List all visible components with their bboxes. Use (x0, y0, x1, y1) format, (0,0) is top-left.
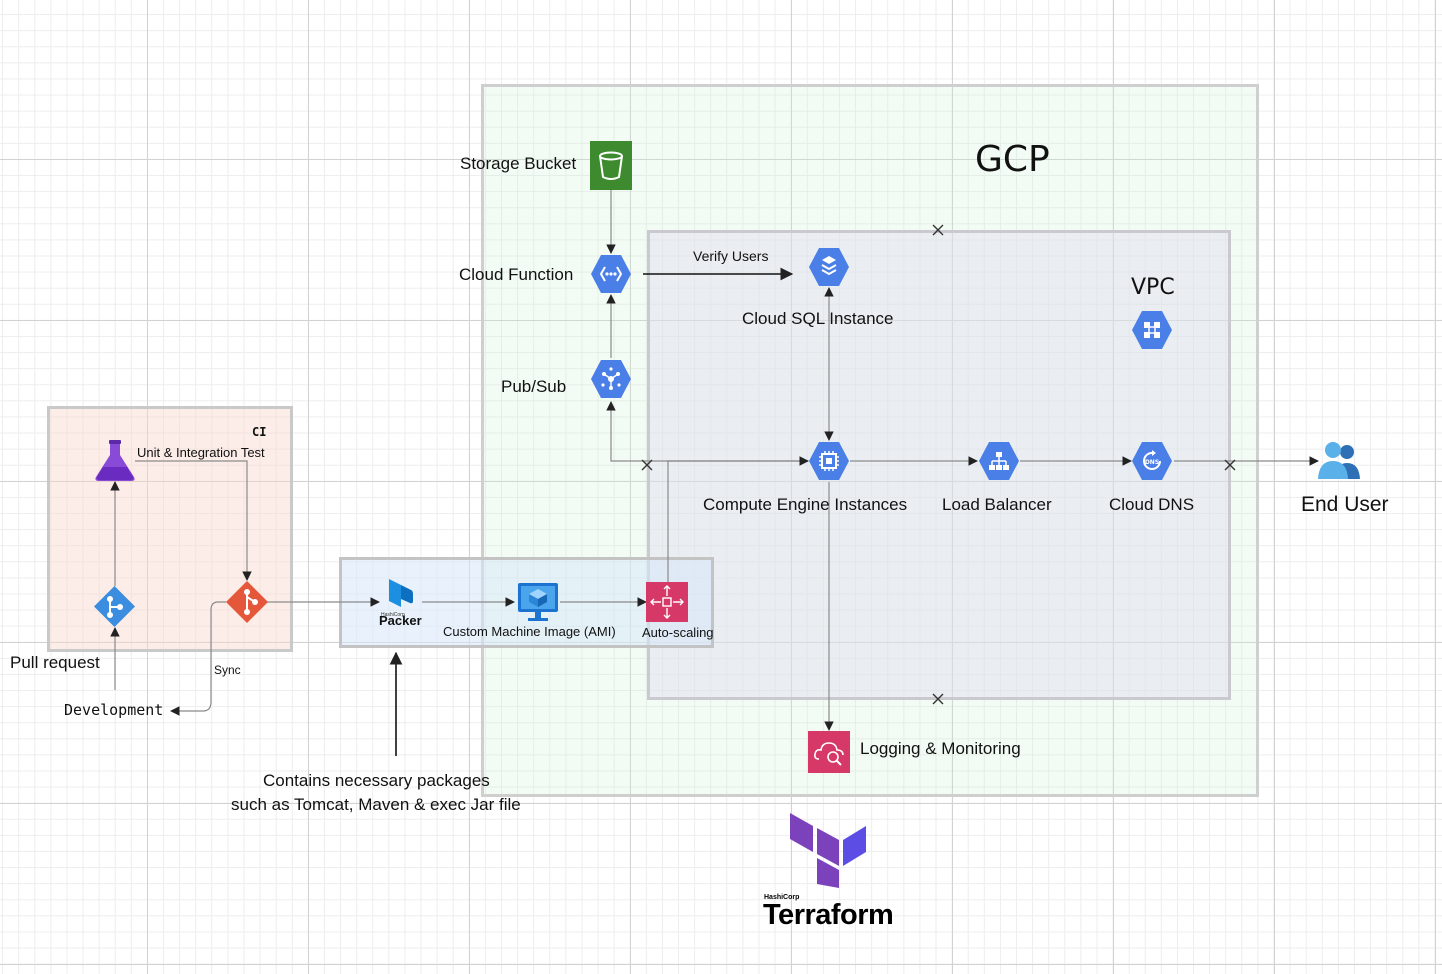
packer-icon (385, 577, 415, 614)
autoscaling-icon (646, 582, 688, 627)
sync-label: Sync (214, 663, 241, 677)
ci-title: CI (252, 425, 267, 439)
machine-image-icon (516, 581, 560, 628)
cloud-sql-label: Cloud SQL Instance (742, 309, 894, 328)
vpc-icon (1131, 309, 1173, 356)
git-icon (225, 580, 269, 629)
note-line-1: Contains necessary packages (263, 771, 490, 790)
azure-repos-icon (93, 585, 136, 633)
cloud-dns-icon: DNS (1131, 440, 1173, 487)
logging-monitoring-label: Logging & Monitoring (860, 739, 1021, 758)
vpc-title: VPC (1131, 275, 1175, 300)
verify-users-label: Verify Users (693, 248, 769, 264)
edge-compute-to-pubsub (606, 401, 808, 462)
vpc-region (647, 230, 1231, 700)
autoscaling-label: Auto-scaling (642, 625, 714, 640)
packer-brand: HashiCorp (381, 612, 405, 618)
boundary-markers (641, 224, 1236, 705)
end-user-label: End User (1301, 493, 1389, 516)
pubsub-label: Pub/Sub (501, 377, 567, 396)
cloud-function-label: Cloud Function (459, 265, 574, 284)
edge-test-to-git (135, 460, 252, 581)
compute-engine-label: Compute Engine Instances (703, 495, 908, 514)
cloud-function-icon (590, 253, 632, 300)
development-label: Development (64, 701, 164, 719)
gcp-title: GCP (975, 139, 1050, 180)
load-balancer-label: Load Balancer (942, 495, 1052, 514)
flask-test-icon (93, 439, 137, 488)
note-line-2: such as Tomcat, Maven & exec Jar file (231, 795, 521, 814)
svg-text:DNS: DNS (1145, 459, 1159, 466)
compute-engine-icon (808, 440, 850, 487)
cloud-sql-icon (808, 246, 850, 293)
cloud-dns-label: Cloud DNS (1109, 495, 1195, 514)
end-user-icon (1317, 439, 1361, 486)
unit-integration-test-label: Unit & Integration Test (137, 445, 265, 460)
terraform-brand: HashiCorp (764, 894, 800, 901)
load-balancer-icon (978, 440, 1020, 487)
storage-bucket-icon (590, 141, 632, 195)
edge-sync (170, 601, 226, 716)
pubsub-icon (590, 358, 632, 405)
terraform-wordmark: Terraform (763, 899, 894, 931)
storage-bucket-label: Storage Bucket (460, 154, 577, 173)
packer-label: Packer (379, 613, 422, 628)
pull-request-label: Pull request (10, 653, 100, 672)
logging-monitoring-icon (808, 731, 850, 778)
terraform-logo-icon (789, 812, 869, 895)
ami-label: Custom Machine Image (AMI) (443, 624, 616, 639)
edge-autoscaling-to-compute (667, 456, 809, 582)
